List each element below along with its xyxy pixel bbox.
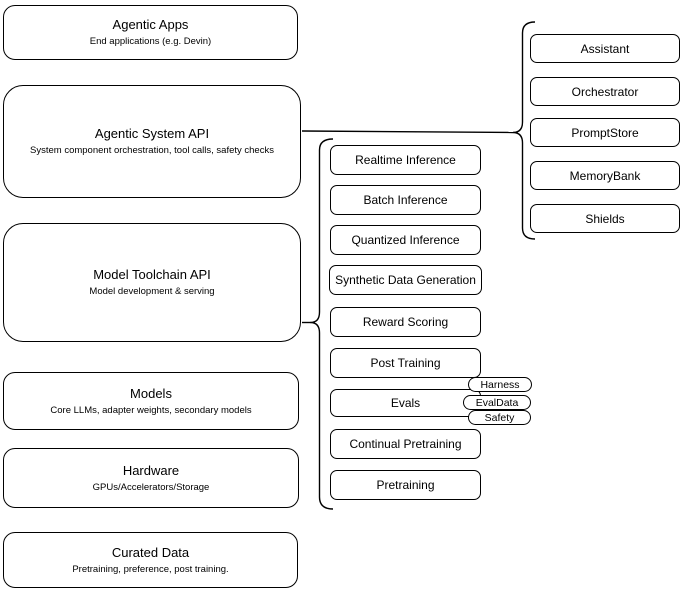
tag-label: Safety <box>484 411 515 424</box>
node-label: Batch Inference <box>363 193 448 207</box>
node-label: Reward Scoring <box>362 315 449 329</box>
node-realtime-inference: Realtime Inference <box>330 145 481 175</box>
node-promptstore: PromptStore <box>530 118 680 147</box>
tag-label: Harness <box>480 378 520 391</box>
node-label: Synthetic Data Generation <box>335 273 476 287</box>
node-batch-inference: Batch Inference <box>330 185 481 215</box>
tag-label: EvalData <box>475 396 519 409</box>
node-subtitle: Core LLMs, adapter weights, secondary mo… <box>50 404 252 416</box>
node-model-toolchain-api: Model Toolchain API Model development & … <box>3 223 301 342</box>
node-agentic-apps: Agentic Apps End applications (e.g. Devi… <box>3 5 298 60</box>
node-assistant: Assistant <box>530 34 680 63</box>
node-synthetic-data-generation: Synthetic Data Generation <box>329 265 482 295</box>
node-title: Agentic Apps <box>112 17 189 32</box>
node-title: Model Toolchain API <box>93 267 211 282</box>
node-curated-data: Curated Data Pretraining, preference, po… <box>3 532 298 588</box>
node-label: Orchestrator <box>571 84 639 99</box>
node-label: Continual Pretraining <box>349 437 462 451</box>
node-agentic-system-api: Agentic System API System component orch… <box>3 85 301 198</box>
node-label: Quantized Inference <box>351 233 460 247</box>
node-label: MemoryBank <box>569 168 641 183</box>
node-reward-scoring: Reward Scoring <box>330 307 481 337</box>
node-title: Hardware <box>122 462 180 478</box>
node-subtitle: Pretraining, preference, post training. <box>72 563 229 575</box>
node-subtitle: System component orchestration, tool cal… <box>30 145 274 156</box>
node-hardware: Hardware GPUs/Accelerators/Storage <box>3 448 299 508</box>
node-title: Models <box>130 385 172 401</box>
node-shields: Shields <box>530 204 680 233</box>
node-memorybank: MemoryBank <box>530 161 680 190</box>
node-subtitle: End applications (e.g. Devin) <box>89 36 212 47</box>
node-continual-pretraining: Continual Pretraining <box>330 429 481 459</box>
node-label: Evals <box>390 396 421 410</box>
node-subtitle: GPUs/Accelerators/Storage <box>92 481 210 493</box>
node-label: Shields <box>585 211 625 226</box>
node-label: Realtime Inference <box>355 153 456 167</box>
node-label: Pretraining <box>376 478 435 492</box>
node-pretraining: Pretraining <box>330 470 481 500</box>
node-evals: Evals <box>330 389 481 417</box>
node-label: Post Training <box>370 356 441 370</box>
node-orchestrator: Orchestrator <box>530 77 680 106</box>
node-label: PromptStore <box>571 125 639 140</box>
node-subtitle: Model development & serving <box>89 286 215 297</box>
system-api-to-components-line <box>301 130 514 134</box>
node-label: Assistant <box>580 41 630 56</box>
tag-safety: Safety <box>468 410 531 425</box>
node-models: Models Core LLMs, adapter weights, secon… <box>3 372 299 430</box>
node-post-training: Post Training <box>330 348 481 378</box>
tag-harness: Harness <box>468 377 532 392</box>
node-title: Agentic System API <box>94 126 210 141</box>
node-title: Curated Data <box>111 544 190 560</box>
node-quantized-inference: Quantized Inference <box>330 225 481 255</box>
tag-evaldata: EvalData <box>463 395 531 410</box>
